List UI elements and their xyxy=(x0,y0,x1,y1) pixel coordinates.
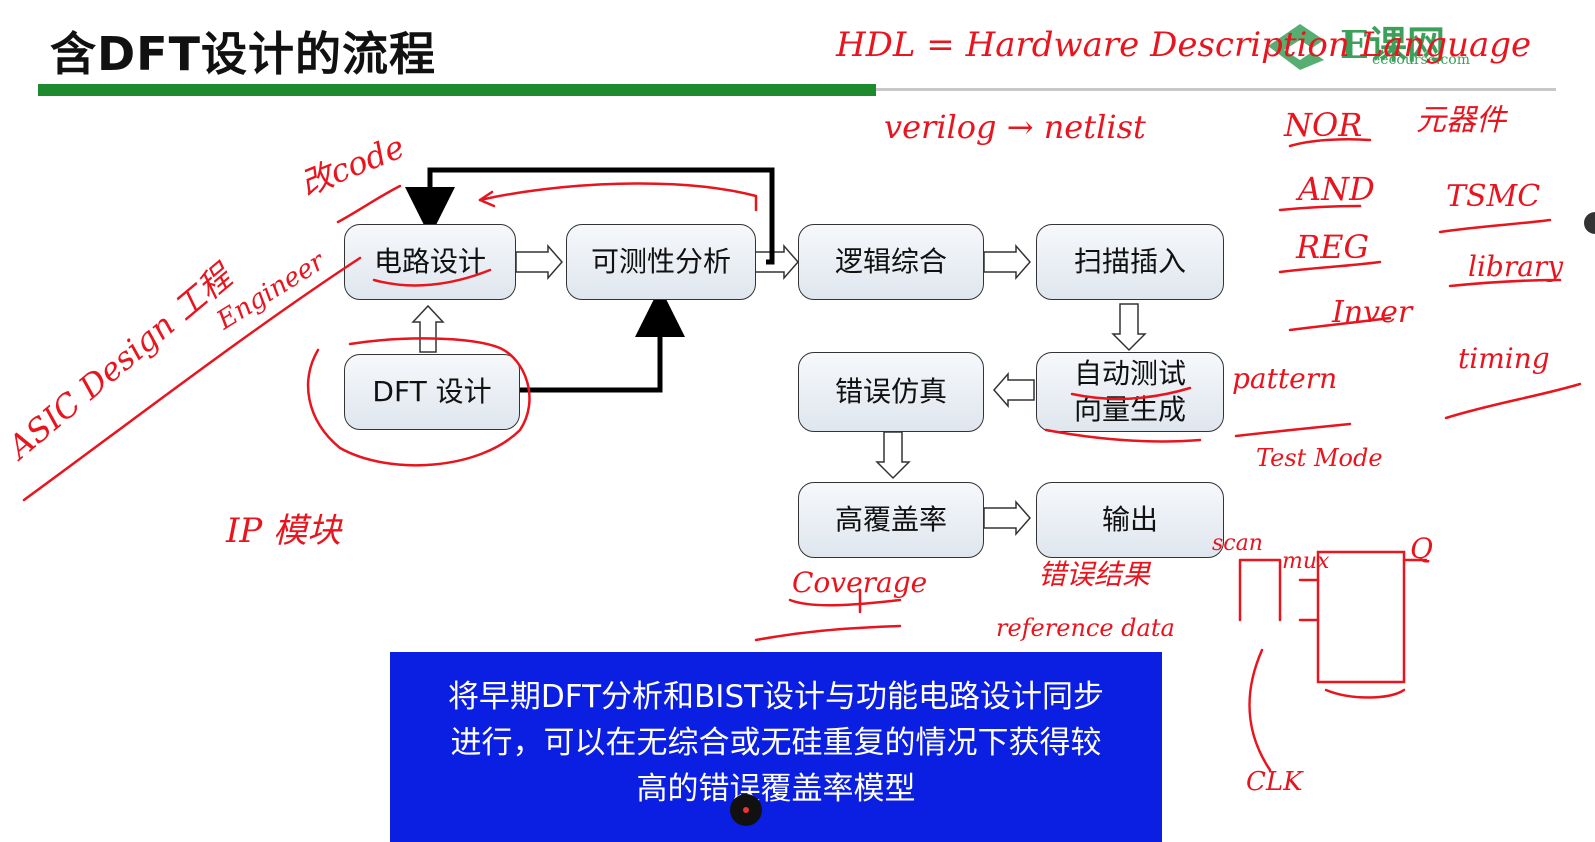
box-atpg: 自动测试 向量生成 xyxy=(1036,352,1224,432)
box-high-coverage: 高覆盖率 xyxy=(798,482,984,558)
box-scan-insertion: 扫描插入 xyxy=(1036,224,1224,300)
side-handle-icon[interactable] xyxy=(1584,212,1595,234)
arrow-scan-atpg xyxy=(1111,303,1147,352)
arrow-circuit-testability xyxy=(515,244,563,280)
arrow-testability-synthesis xyxy=(753,244,799,280)
arrow-dft-circuit xyxy=(411,304,445,353)
pointer-cursor-icon xyxy=(730,794,762,826)
note-line-1: 将早期DFT分析和BIST设计与功能电路设计同步 xyxy=(447,679,1105,715)
feedback-testability-circuit xyxy=(405,167,775,265)
arrow-atpg-faultsim xyxy=(993,372,1035,408)
box-atpg-line2: 向量生成 xyxy=(1073,393,1186,426)
box-dft-design: DFT 设计 xyxy=(344,354,520,430)
arrow-faultsim-coverage xyxy=(875,431,911,480)
logo-text: E课网 xyxy=(1340,22,1445,67)
box-fault-simulation: 错误仿真 xyxy=(798,352,984,432)
link-dft-testability xyxy=(520,287,685,393)
box-logic-synthesis: 逻辑综合 xyxy=(798,224,984,300)
arrow-synthesis-scan xyxy=(983,244,1031,280)
box-testability-analysis: 可测性分析 xyxy=(566,224,756,300)
box-circuit-design: 电路设计 xyxy=(344,224,516,300)
note-line-3: 高的错误覆盖率模型 xyxy=(636,771,916,807)
summary-note: 将早期DFT分析和BIST设计与功能电路设计同步 进行，可以在无综合或无硅重复的… xyxy=(390,652,1162,842)
logo-url: eecourse.com xyxy=(1372,52,1471,68)
box-output: 输出 xyxy=(1036,482,1224,558)
title-underline-gray xyxy=(876,88,1556,91)
title-underline xyxy=(38,84,876,96)
slide-title: 含DFT设计的流程 xyxy=(50,27,436,81)
box-atpg-line1: 自动测试 xyxy=(1073,357,1186,390)
arrow-coverage-output xyxy=(983,500,1031,536)
logo-icon xyxy=(1268,24,1324,70)
black-lines xyxy=(405,167,775,393)
note-line-2: 进行，可以在无综合或无硅重复的情况下获得较 xyxy=(450,725,1102,761)
